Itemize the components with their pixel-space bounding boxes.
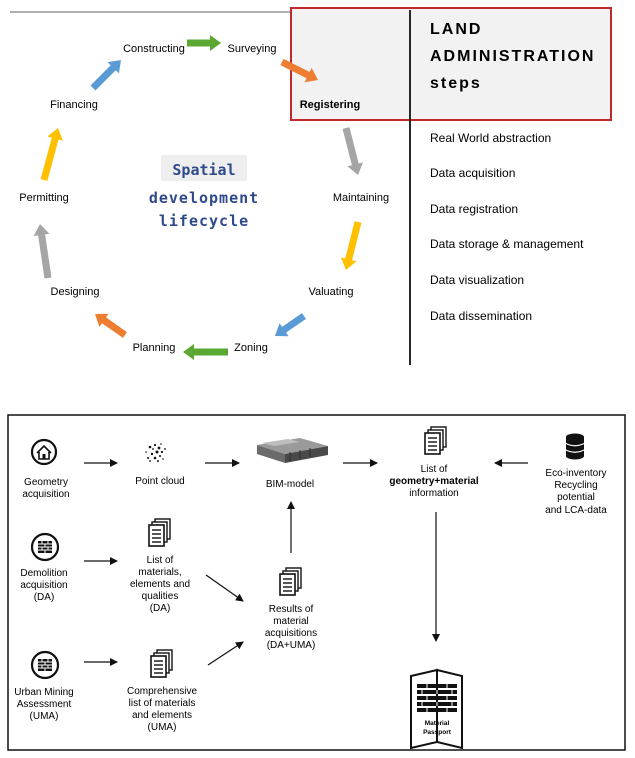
comprehensive-label: and elements xyxy=(132,710,192,721)
land-admin-title-1: LAND xyxy=(430,21,482,38)
comprehensive-label: list of materials xyxy=(129,698,196,709)
step-item: Data visualization xyxy=(430,273,524,287)
bim-model-label: BIM-model xyxy=(266,479,314,490)
stage-label: Maintaining xyxy=(333,192,389,204)
point-cloud-icon xyxy=(145,443,166,462)
list-materials-label: materials, xyxy=(138,567,181,578)
land-admin-box xyxy=(290,7,612,121)
arrow-registering-to-maintaining xyxy=(342,127,363,175)
list-materials-label: (DA) xyxy=(150,603,171,614)
stage-label: Zoning xyxy=(234,342,268,354)
list-info-label: information xyxy=(409,488,458,499)
brick-wall-icon xyxy=(30,532,60,562)
uma-label: (UMA) xyxy=(30,711,59,722)
uma-label: Urban Mining xyxy=(14,687,73,698)
demolition-label: (DA) xyxy=(34,592,55,603)
stage-label: Registering xyxy=(300,99,361,111)
step-item: Data dissemination xyxy=(430,309,532,323)
arrow-comprehensive-to-results xyxy=(207,641,244,666)
results-label: (DA+UMA) xyxy=(267,640,316,651)
land-admin-title-3: steps xyxy=(430,75,482,92)
cycle-title-2: development xyxy=(149,189,259,207)
eco-inventory-label: Eco-inventory xyxy=(545,468,606,479)
bim-model-icon xyxy=(257,438,328,463)
material-passport-icon xyxy=(410,668,463,750)
step-item: Real World abstraction xyxy=(430,131,551,145)
list-materials-label: elements and xyxy=(130,579,190,590)
arrow-zoning-to-planning xyxy=(183,344,228,360)
eco-inventory-label: potential xyxy=(557,492,595,503)
land-admin-title-2: ADMINISTRATION xyxy=(430,48,595,65)
cycle-arrows xyxy=(33,35,363,360)
arrow-surveying-to-registering xyxy=(280,58,318,83)
uma-label: Assessment xyxy=(17,699,72,710)
demolition-label: Demolition xyxy=(20,568,67,579)
stage-label: Constructing xyxy=(123,43,185,55)
geometry-acquisition-label: acquisition xyxy=(22,489,69,500)
cycle-title-3: lifecycle xyxy=(159,212,249,230)
step-item: Data registration xyxy=(430,202,518,216)
eco-inventory-label: and LCA-data xyxy=(545,505,607,516)
document-stack-icon xyxy=(150,649,173,678)
arrow-constructing-to-surveying xyxy=(187,35,221,51)
list-materials-label: List of xyxy=(147,555,174,566)
stage-label: Planning xyxy=(133,342,176,354)
step-item: Data storage & management xyxy=(430,237,584,251)
stage-label: Surveying xyxy=(228,43,277,55)
comprehensive-label: Comprehensive xyxy=(127,686,197,697)
results-label: Results of xyxy=(269,604,314,615)
arrow-planning-to-designing xyxy=(95,313,127,338)
home-icon xyxy=(30,438,58,466)
stage-label: Designing xyxy=(51,286,100,298)
list-info-label-bold: geometry+material xyxy=(389,476,478,487)
results-label: acquisitions xyxy=(265,628,317,639)
arrow-designing-to-permitting xyxy=(33,224,52,279)
stage-label: Financing xyxy=(50,99,98,111)
document-stack-icon xyxy=(279,567,302,596)
cycle-title-1: Spatial xyxy=(172,161,235,179)
step-item: Data acquisition xyxy=(430,166,515,180)
demolition-label: acquisition xyxy=(20,580,67,591)
point-cloud-label: Point cloud xyxy=(135,476,184,487)
geometry-acquisition-label: Geometry xyxy=(24,477,68,488)
arrow-permitting-to-financing xyxy=(40,128,63,181)
list-materials-label: qualities xyxy=(142,591,179,602)
stage-label: Permitting xyxy=(19,192,69,204)
flow-frame xyxy=(7,414,626,751)
cycle-title-bg xyxy=(161,155,247,181)
arrow-valuating-to-zoning xyxy=(275,313,306,337)
brick-wall-icon xyxy=(30,650,60,680)
flow-arrows xyxy=(84,459,528,666)
comprehensive-label: (UMA) xyxy=(148,722,177,733)
arrow-financing-to-constructing xyxy=(90,60,121,91)
arrow-list-to-results xyxy=(205,574,244,602)
list-info-label: List of xyxy=(421,464,448,475)
document-stack-icon xyxy=(424,426,447,455)
results-label: material xyxy=(273,616,309,627)
passport-label: Material xyxy=(425,720,450,727)
eco-inventory-label: Recycling xyxy=(554,480,597,491)
stage-label: Valuating xyxy=(308,286,353,298)
database-icon xyxy=(565,433,585,460)
passport-label: Passport xyxy=(423,729,452,736)
arrow-maintaining-to-valuating xyxy=(340,221,362,270)
document-stack-icon xyxy=(148,518,171,547)
